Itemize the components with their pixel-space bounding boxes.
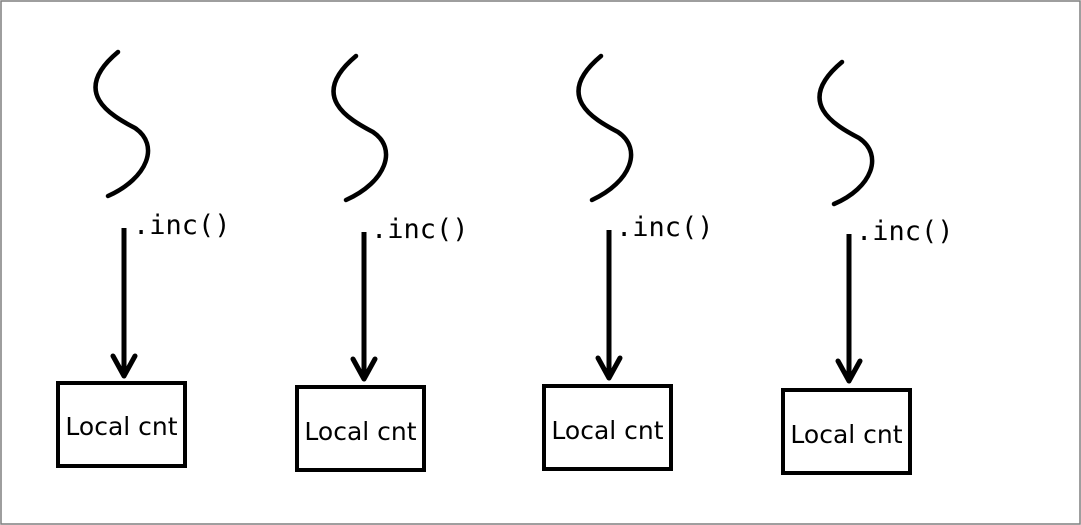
arrow-head-icon	[110, 353, 138, 379]
method-call-label: .inc()	[616, 212, 714, 243]
arrow-head-icon	[595, 355, 623, 381]
arrow-head-icon	[350, 356, 378, 382]
thread-group-2: .inc() Local cnt	[295, 53, 469, 472]
thread-group-4: .inc() Local cnt	[781, 59, 954, 475]
local-counter-box	[56, 381, 187, 468]
local-counter-box	[781, 388, 912, 475]
local-counter-box	[542, 384, 673, 471]
thread-curve-icon	[93, 49, 151, 199]
thread-group-1: .inc() Local cnt	[56, 49, 231, 468]
thread-group-3: .inc() Local cnt	[542, 53, 714, 471]
local-counter-label: Local cnt	[304, 417, 416, 446]
local-counter-label: Local cnt	[790, 420, 902, 449]
local-counter-label: Local cnt	[65, 412, 177, 441]
arrow-head-icon	[835, 358, 863, 384]
thread-curve-icon	[576, 53, 634, 203]
thread-curve-icon	[817, 59, 875, 207]
local-counter-box	[295, 385, 426, 472]
method-call-label: .inc()	[133, 210, 231, 241]
method-call-label: .inc()	[856, 216, 954, 247]
local-counter-label: Local cnt	[551, 416, 663, 445]
thread-curve-icon	[331, 53, 389, 203]
method-call-label: .inc()	[371, 214, 469, 245]
